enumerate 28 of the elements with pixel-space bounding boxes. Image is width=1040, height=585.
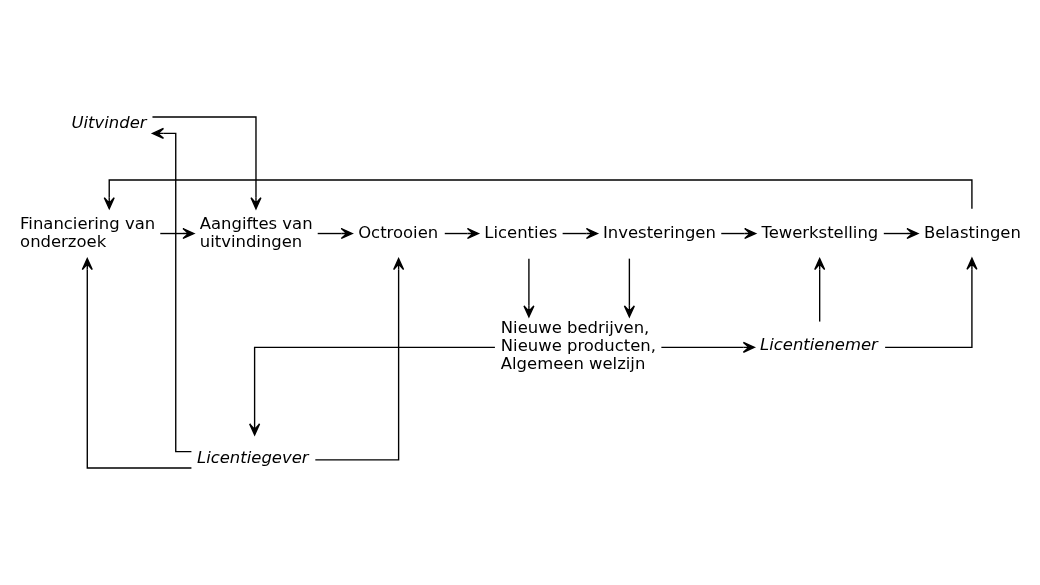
arrow: [249, 346, 496, 436]
arrow: [103, 179, 973, 210]
arrow: [159, 227, 195, 240]
arrow: [561, 227, 599, 240]
arrow: [883, 227, 919, 240]
arrow: [151, 127, 193, 453]
node-text: Belastingen: [923, 222, 1021, 242]
node-text: Licentienemer: [760, 334, 878, 354]
node-text: Tewerkstelling: [761, 222, 879, 242]
arrow: [623, 257, 635, 318]
arrow: [81, 257, 193, 469]
node-text: Financiering van onderzoek: [20, 213, 156, 251]
arrow: [151, 116, 262, 210]
arrow: [720, 227, 757, 240]
node-text: Uitvinder: [71, 113, 147, 133]
arrow: [814, 257, 826, 323]
node-text: Octrooien: [358, 222, 439, 242]
node-text: Licentiegever: [197, 447, 309, 467]
arrow: [317, 227, 353, 240]
arrow: [884, 257, 978, 349]
node-text: Licenties: [484, 222, 558, 242]
arrow: [523, 257, 535, 318]
node-text: Aangiftes van uitvindingen: [199, 213, 313, 251]
arrow: [444, 227, 480, 240]
node-text: Investeringen: [602, 222, 716, 242]
arrow: [314, 257, 405, 461]
node-text: Nieuwe bedrijven, Nieuwe producten, Algemeen welzijn: [500, 318, 656, 373]
arrow: [660, 341, 756, 353]
